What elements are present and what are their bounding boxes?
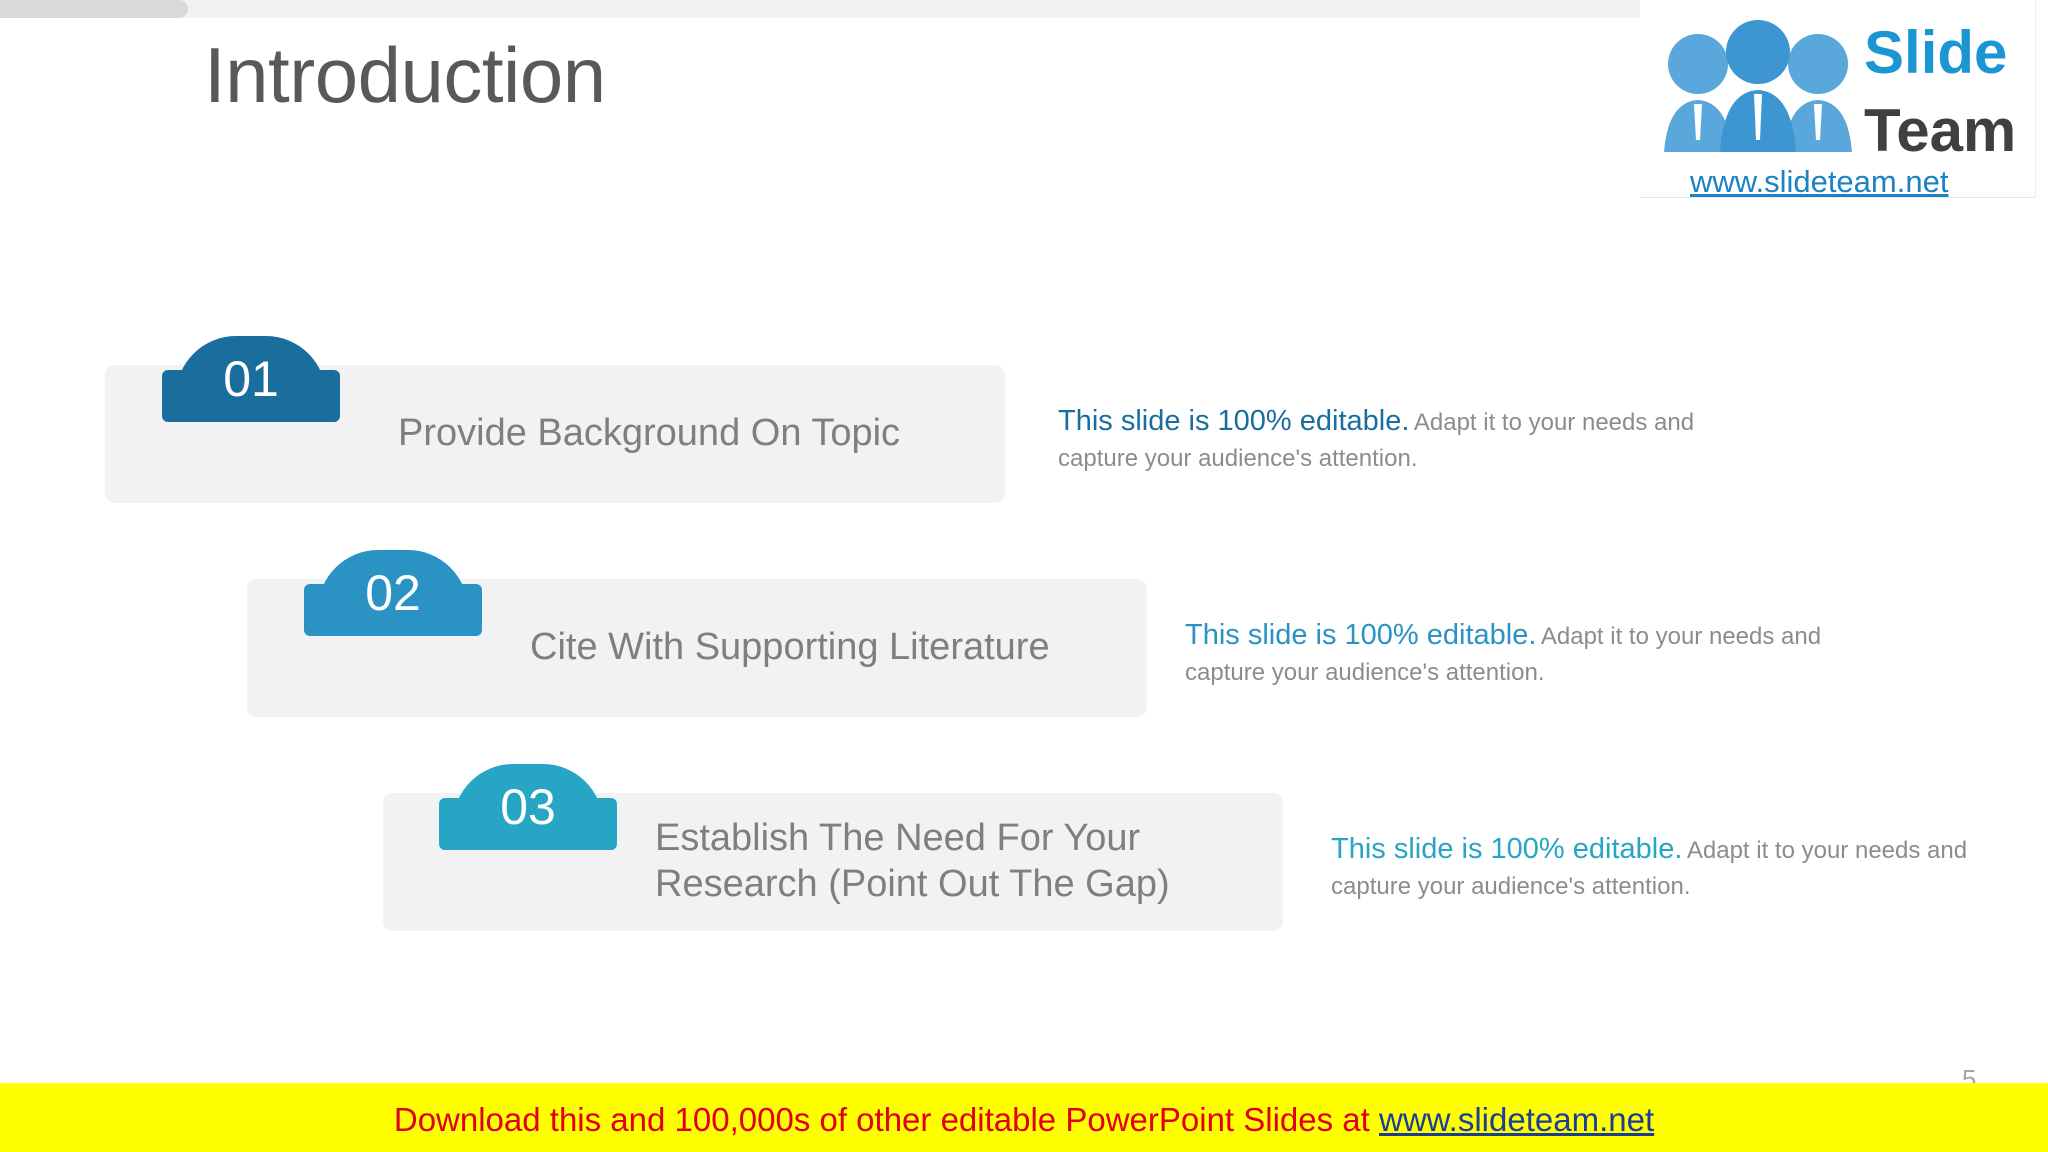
badge-base [439, 798, 617, 850]
step-label-1: Provide Background On Topic [398, 412, 901, 454]
banner-message: Download this and 100,000s of other edit… [393, 1101, 1370, 1138]
step-description-3: This slide is 100% editable. Adapt it to… [1331, 828, 1971, 905]
slide-title: Introduction [204, 31, 606, 119]
step-label-2: Cite With Supporting Literature [530, 626, 1050, 668]
top-progress-strip [0, 0, 1640, 18]
people-icon [1664, 20, 1852, 152]
step-description-2: This slide is 100% editable. Adapt it to… [1185, 614, 1825, 691]
step-badge-1: 01 [162, 336, 340, 426]
description-lead: This slide is 100% editable. [1058, 405, 1410, 437]
download-banner: Download this and 100,000s of other edit… [0, 1083, 2048, 1152]
step-badge-3: 03 [439, 764, 617, 854]
logo-brand-team: Team [1864, 97, 2017, 164]
step-number: 03 [500, 779, 556, 835]
description-lead: This slide is 100% editable. [1331, 833, 1683, 865]
banner-link[interactable]: www.slideteam.net [1379, 1101, 1655, 1138]
step-description-1: This slide is 100% editable. Adapt it to… [1058, 400, 1698, 477]
step-badge-2: 02 [304, 550, 482, 640]
description-rest: Adapt it to your needs and capture your … [1185, 623, 1822, 687]
badge-base [304, 584, 482, 636]
step-number: 01 [223, 351, 279, 407]
logo-url-link[interactable]: www.slideteam.net [1690, 164, 1949, 199]
step-label-3: Establish The Need For Your Research (Po… [655, 817, 1170, 906]
description-lead: This slide is 100% editable. [1185, 619, 1537, 651]
progress-thumb [0, 0, 188, 18]
description-rest: Adapt it to your needs and capture your … [1331, 837, 1968, 901]
slideteam-logo[interactable]: Slide Team www.slideteam.net [1640, 0, 2036, 199]
logo-brand-slide: Slide [1864, 19, 2008, 86]
badge-base [162, 370, 340, 422]
step-number: 02 [365, 565, 421, 621]
description-rest: Adapt it to your needs and capture your … [1058, 409, 1695, 473]
banner-text: Download this and 100,000s of other edit… [0, 1101, 2048, 1139]
